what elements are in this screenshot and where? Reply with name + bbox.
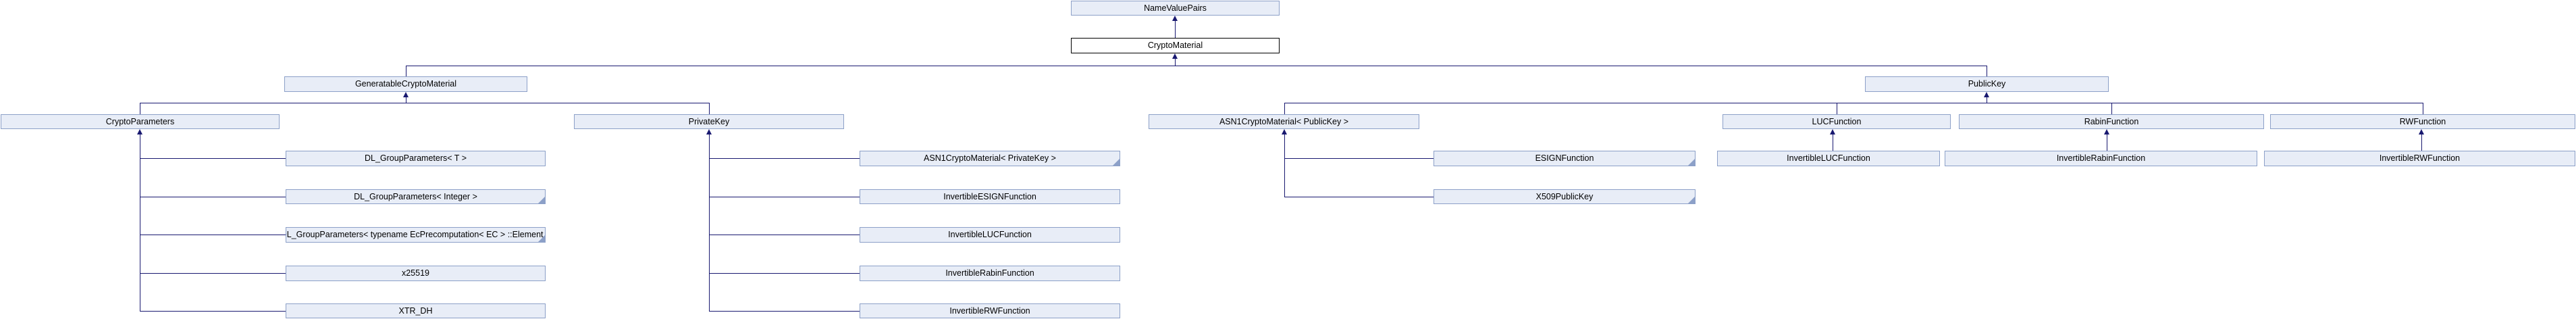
arrowhead-icon (1172, 53, 1178, 59)
node-label: NameValuePairs (1144, 3, 1207, 13)
node-invertible-luc-function[interactable]: InvertibleLUCFunction (1717, 151, 1940, 166)
node-dl-group-parameters-integer[interactable]: DL_GroupParameters< Integer > (286, 189, 546, 204)
node-label: PrivateKey (688, 116, 730, 126)
node-esign-function[interactable]: ESIGNFunction (1434, 151, 1696, 166)
edge-segment (1284, 103, 1285, 114)
edge-segment (2111, 103, 2112, 114)
arrowhead-icon (2104, 129, 2109, 134)
node-rw-function[interactable]: RWFunction (2270, 114, 2575, 129)
expandable-corner-icon (1688, 159, 1695, 166)
node-crypto-material: CryptoMaterial (1071, 38, 1280, 53)
node-label: X509PublicKey (1535, 191, 1594, 201)
node-label: InvertibleRabinFunction (2056, 153, 2146, 164)
node-private-key[interactable]: PrivateKey (574, 114, 844, 129)
node-invertible-rabin-function[interactable]: InvertibleRabinFunction (1945, 151, 2257, 166)
node-label: PublicKey (1968, 79, 2006, 89)
node-label: RabinFunction (2084, 116, 2139, 126)
arrowhead-icon (1984, 92, 1989, 97)
node-label: InvertibleESIGNFunction (943, 191, 1036, 201)
node-label: InvertibleLUCFunction (1787, 153, 1870, 164)
node-x509-public-key[interactable]: X509PublicKey (1434, 189, 1696, 204)
node-label: InvertibleRWFunction (2379, 153, 2461, 164)
node-x25519[interactable]: x25519 (286, 266, 546, 281)
arrowhead-icon (706, 129, 712, 134)
node-dl-group-parameters-ec-element[interactable]: DL_GroupParameters< typename EcPrecomput… (286, 227, 546, 243)
node-label: RWFunction (2399, 116, 2446, 126)
edge-segment (2421, 134, 2422, 151)
expandable-corner-icon (1113, 159, 1120, 166)
edge-segment (709, 134, 710, 311)
node-label: ASN1CryptoMaterial< PublicKey > (1219, 116, 1349, 126)
node-rabin-function[interactable]: RabinFunction (1959, 114, 2264, 129)
edge-segment (140, 273, 286, 274)
node-label: InvertibleRWFunction (949, 305, 1030, 316)
node-generatable-crypto-material[interactable]: GeneratableCryptoMaterial (284, 76, 527, 92)
node-invertible-esign-function[interactable]: InvertibleESIGNFunction (860, 189, 1120, 204)
node-name-value-pairs[interactable]: NameValuePairs (1071, 1, 1280, 16)
node-luc-function[interactable]: LUCFunction (1723, 114, 1951, 129)
edge-segment (140, 158, 286, 159)
edge-segment (709, 273, 860, 274)
node-label: InvertibleRabinFunction (945, 268, 1034, 278)
node-label: InvertibleLUCFunction (948, 230, 1032, 240)
node-label: LUCFunction (1812, 116, 1862, 126)
edge-segment (1284, 134, 1285, 197)
edge-segment (140, 311, 286, 312)
expandable-corner-icon (538, 235, 545, 242)
node-label: CryptoParameters (105, 116, 175, 126)
node-label: ESIGNFunction (1535, 153, 1594, 164)
node-label: CryptoMaterial (1147, 41, 1203, 51)
edge-segment (709, 103, 710, 114)
node-label: GeneratableCryptoMaterial (354, 79, 457, 89)
arrowhead-icon (2419, 129, 2424, 134)
node-invertible-luc-function-left[interactable]: InvertibleLUCFunction (860, 227, 1120, 243)
node-label: DL_GroupParameters< typename EcPrecomput… (286, 230, 546, 240)
node-asn1-crypto-material-public-key[interactable]: ASN1CryptoMaterial< PublicKey > (1149, 114, 1419, 129)
node-dl-group-parameters-t[interactable]: DL_GroupParameters< T > (286, 151, 546, 166)
node-invertible-rw-function[interactable]: InvertibleRWFunction (2264, 151, 2575, 166)
arrowhead-icon (1172, 16, 1178, 21)
edge-segment (1284, 158, 1434, 159)
node-xtr-dh[interactable]: XTR_DH (286, 303, 546, 318)
edge-segment (1175, 21, 1176, 38)
node-crypto-parameters[interactable]: CryptoParameters (1, 114, 280, 129)
arrowhead-icon (1282, 129, 1287, 134)
node-invertible-rw-function-left[interactable]: InvertibleRWFunction (860, 303, 1120, 318)
arrowhead-icon (1830, 129, 1835, 134)
node-asn1-crypto-material-private-key[interactable]: ASN1CryptoMaterial< PrivateKey > (860, 151, 1120, 166)
node-label: XTR_DH (398, 305, 433, 316)
node-invertible-rabin-function-left[interactable]: InvertibleRabinFunction (860, 266, 1120, 281)
node-label: ASN1CryptoMaterial< PrivateKey > (924, 153, 1056, 164)
arrowhead-icon (137, 129, 142, 134)
node-label: DL_GroupParameters< T > (364, 153, 467, 164)
edge-segment (709, 311, 860, 312)
arrowhead-icon (403, 92, 409, 97)
expandable-corner-icon (1688, 197, 1695, 203)
node-label: DL_GroupParameters< Integer > (354, 191, 477, 201)
node-label: x25519 (401, 268, 429, 278)
edge-segment (709, 158, 860, 159)
expandable-corner-icon (538, 197, 545, 203)
edge-segment (1175, 59, 1176, 66)
node-public-key[interactable]: PublicKey (1865, 76, 2109, 92)
